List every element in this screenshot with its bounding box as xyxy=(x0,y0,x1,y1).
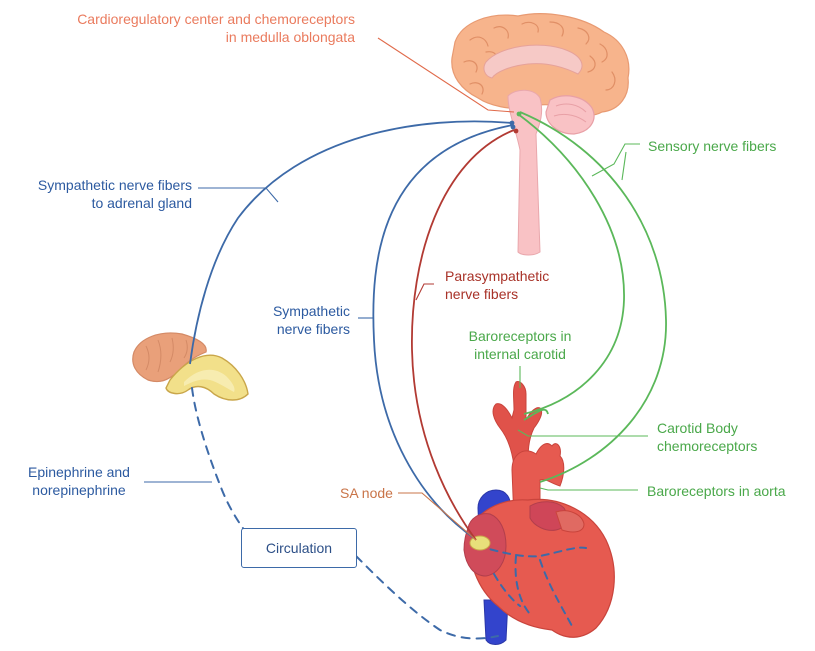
leader-parasymp xyxy=(416,284,434,300)
label-carotid-body-line2: chemoreceptors xyxy=(657,437,757,455)
label-symp-adrenal-line2: to adrenal gland xyxy=(38,194,192,212)
circulation-label: Circulation xyxy=(266,540,332,556)
label-symp-heart-line2: nerve fibers xyxy=(273,320,350,338)
leader-carotid-body xyxy=(518,430,648,436)
leader-sensory-fibers xyxy=(592,144,640,176)
leader-sa-node xyxy=(398,493,476,540)
circulation-pathway xyxy=(192,388,498,638)
label-cardio-line1: Cardioregulatory center and chemorecepto… xyxy=(77,10,355,28)
label-parasymp-line1: Parasympathetic xyxy=(445,267,549,285)
label-baroreceptors-aorta: Baroreceptors in aorta xyxy=(647,482,786,500)
label-cardio-line2: in medulla oblongata xyxy=(77,28,355,46)
circulation-box: Circulation xyxy=(241,528,357,568)
label-cardioregulatory-center: Cardioregulatory center and chemorecepto… xyxy=(77,10,355,46)
label-carotid-body: Carotid Body chemoreceptors xyxy=(657,419,757,455)
label-carotid-body-line1: Carotid Body xyxy=(657,419,757,437)
label-epinephrine-line1: Epinephrine and xyxy=(6,463,152,481)
leader-symp-adrenal xyxy=(198,188,278,202)
label-parasymp-line2: nerve fibers xyxy=(445,285,549,303)
label-baroreceptors-carotid: Baroreceptors in internal carotid xyxy=(456,327,584,363)
label-sensory-nerve-fibers: Sensory nerve fibers xyxy=(648,137,776,155)
heart xyxy=(464,382,614,645)
label-symp-heart-line1: Sympathetic xyxy=(273,302,350,320)
label-symp-adrenal-line1: Sympathetic nerve fibers xyxy=(38,176,192,194)
label-sympathetic-to-adrenal: Sympathetic nerve fibers to adrenal glan… xyxy=(38,176,192,212)
label-sympathetic-to-heart: Sympathetic nerve fibers xyxy=(273,302,350,338)
label-epinephrine: Epinephrine and norepinephrine xyxy=(6,463,152,499)
label-parasympathetic-fibers: Parasympathetic nerve fibers xyxy=(445,267,549,303)
leader-baro-aorta xyxy=(540,488,638,490)
label-baro-carotid-line1: Baroreceptors in xyxy=(456,327,584,345)
label-sa-node: SA node xyxy=(340,484,393,502)
label-baro-carotid-line2: internal carotid xyxy=(456,345,584,363)
adrenal-gland xyxy=(133,333,248,400)
label-epinephrine-line2: norepinephrine xyxy=(6,481,152,499)
